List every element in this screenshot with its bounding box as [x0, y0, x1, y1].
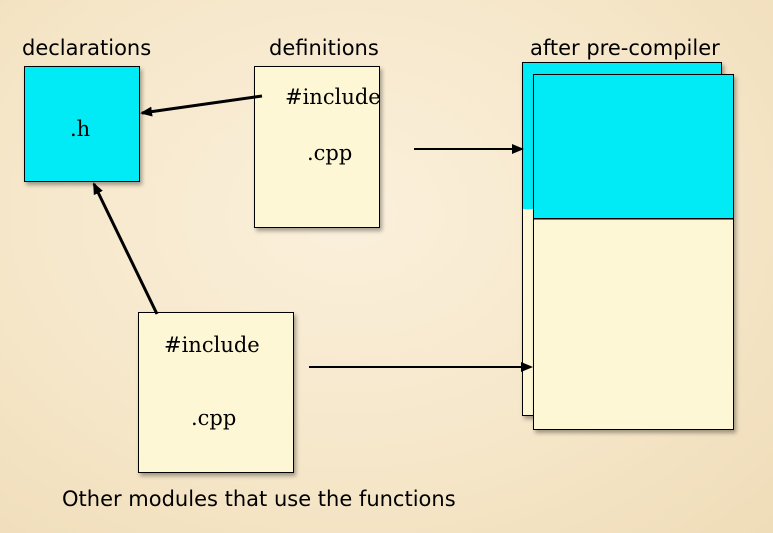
other-modules-caption: Other modules that use the functions — [62, 487, 456, 511]
precompiled-front-page — [533, 74, 734, 430]
module-include-text: #include — [164, 333, 260, 357]
header-file-text: .h — [70, 117, 91, 141]
module-cpp-text: .cpp — [191, 406, 237, 430]
definitions-cpp-text: .cpp — [307, 141, 353, 165]
definitions-cpp-box: #include .cpp — [254, 66, 381, 228]
definitions-include-text: #include — [285, 85, 381, 109]
header-file-box: .h — [24, 66, 140, 182]
definitions-to-header-arrow — [140, 94, 263, 117]
module-cpp-box: #include .cpp — [138, 312, 294, 473]
after-precompiler-label: after pre-compiler — [530, 36, 720, 60]
module-to-header-arrow — [92, 182, 159, 315]
declarations-label: declarations — [22, 36, 152, 60]
definitions-label: definitions — [269, 36, 379, 60]
